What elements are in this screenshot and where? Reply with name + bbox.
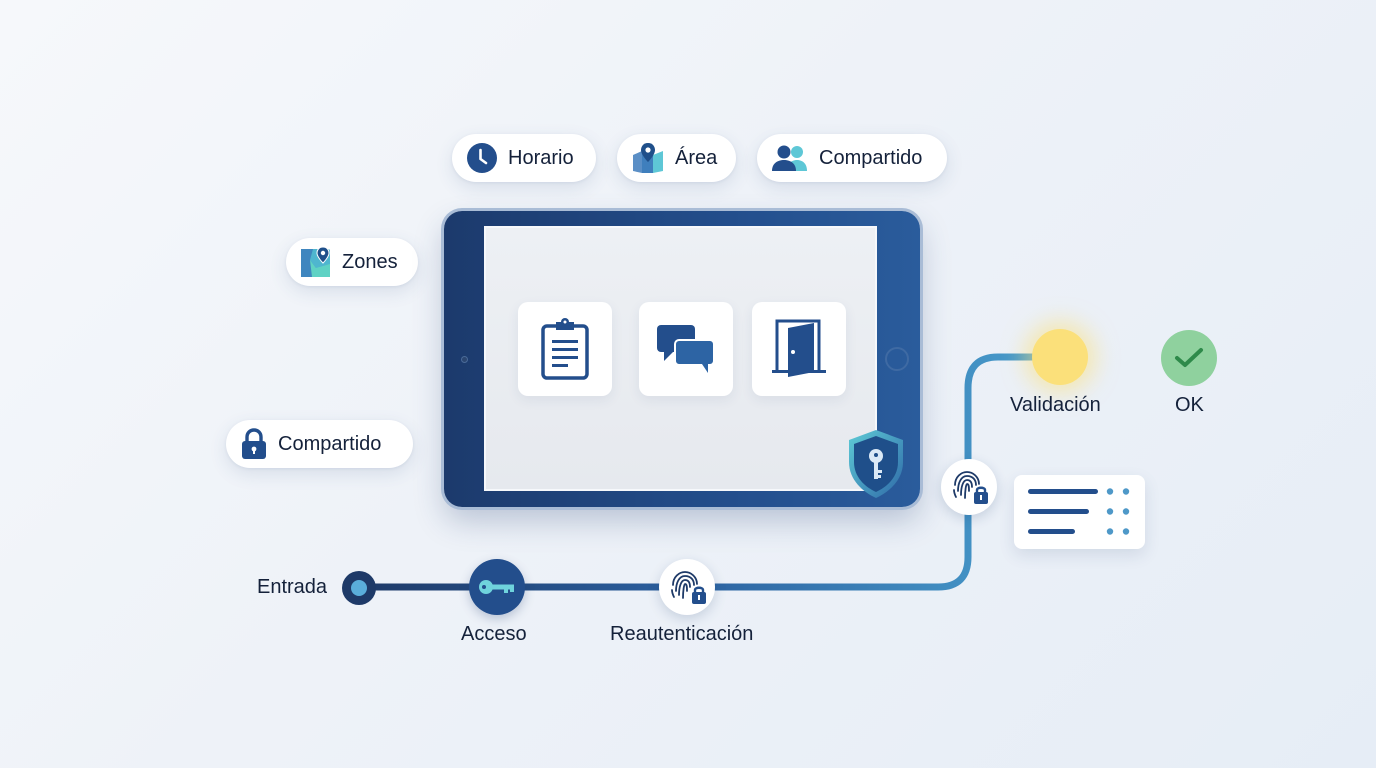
step-label-validacion: Validación (1010, 394, 1101, 416)
tile-clipboard[interactable] (518, 302, 612, 396)
step-ok[interactable] (1161, 330, 1217, 386)
check-icon (1175, 348, 1203, 367)
step-reautenticacion[interactable] (659, 559, 715, 615)
chip-label: Horario (508, 146, 574, 169)
chat-bubbles-icon (657, 325, 715, 373)
clipboard-icon (541, 318, 589, 380)
chip-label: Área (675, 146, 718, 169)
tablet-device (444, 211, 920, 507)
tile-door[interactable] (752, 302, 846, 396)
chip-label: Zones (342, 250, 398, 273)
users-icon (772, 145, 807, 171)
fingerprint-lock-icon (671, 571, 706, 604)
map-pin-icon (633, 143, 663, 173)
chip-area[interactable]: Área (617, 134, 736, 182)
tablet-camera (461, 356, 468, 363)
list-icon (1028, 488, 1130, 535)
chip-compartido-top[interactable]: Compartido (757, 134, 947, 182)
list-card[interactable] (1014, 475, 1145, 549)
step-acceso[interactable] (469, 559, 525, 615)
tablet-screen (484, 226, 877, 491)
lock-icon (242, 428, 266, 459)
chip-zones[interactable]: Zones (286, 238, 418, 286)
chip-horario[interactable]: Horario (452, 134, 596, 182)
tile-chat[interactable] (639, 302, 733, 396)
step-entrada[interactable] (342, 571, 376, 605)
zone-map-icon (301, 246, 330, 277)
fingerprint-lock-icon (953, 471, 988, 504)
step-validacion[interactable] (1032, 329, 1088, 385)
tablet-home-button[interactable] (885, 347, 909, 371)
clock-icon (467, 143, 497, 173)
door-icon (772, 319, 826, 377)
key-icon (479, 580, 514, 594)
chip-label: Compartido (278, 432, 382, 455)
step-verificacion-biometrica[interactable] (941, 459, 997, 515)
step-label-reautenticacion: Reautenticación (610, 623, 754, 645)
chip-compartido-left[interactable]: Compartido (226, 420, 413, 468)
shield-key-icon (849, 430, 903, 498)
start-dot-icon (351, 580, 367, 596)
chip-label: Compartido (819, 146, 923, 169)
step-label-acceso: Acceso (461, 623, 527, 645)
step-label-entrada: Entrada (257, 576, 328, 598)
step-label-ok: OK (1175, 394, 1204, 416)
